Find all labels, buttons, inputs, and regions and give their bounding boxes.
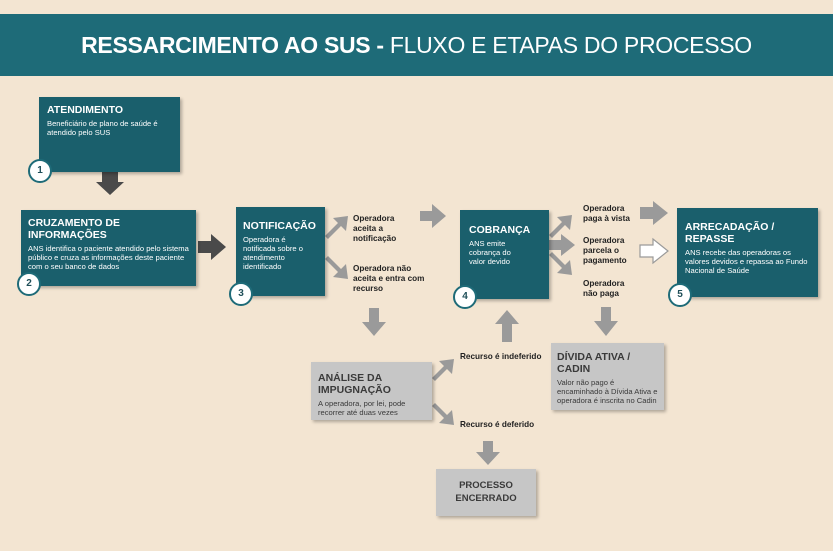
- step-number-3: 3: [229, 282, 253, 306]
- step-notificacao-title: NOTIFICAÇÃO: [243, 220, 316, 232]
- step-cruzamento-desc: ANS identifica o paciente atendido pelo …: [28, 244, 189, 271]
- step-atendimento-desc: Beneficiário de plano de saúde é atendid…: [47, 119, 158, 137]
- box-impugnacao: ANÁLISE DA IMPUGNAÇÃO A operadora, por l…: [311, 362, 432, 420]
- arrow-up-indeferido: [432, 359, 454, 381]
- step-cobranca-desc: ANS emite cobrança do valor devido: [469, 239, 511, 266]
- arrow-up-to-cobranca: [495, 310, 519, 342]
- title-light: FLUXO E ETAPAS DO PROCESSO: [389, 32, 752, 58]
- title-bold: RESSARCIMENTO AO SUS -: [81, 32, 390, 58]
- step-atendimento: ATENDIMENTO Beneficiário de plano de saú…: [39, 97, 180, 172]
- arrow-up-right-avista: [549, 215, 572, 238]
- arrow-right-parcela: [549, 234, 575, 256]
- arrow-right-avista-to-arrecadacao: [640, 201, 668, 225]
- step-notificacao: NOTIFICAÇÃO Operadora é notificada sobre…: [236, 207, 325, 296]
- step-number-1: 1: [28, 159, 52, 183]
- label-deferido: Recurso é deferido: [460, 420, 535, 429]
- arrow-right-to-cobranca: [420, 204, 446, 228]
- step-number-4: 4: [453, 285, 477, 309]
- arrow-right-parcela-to-arrecadacao: [639, 237, 669, 265]
- arrow-down-1: [96, 172, 124, 195]
- step-atendimento-title: ATENDIMENTO: [47, 104, 124, 116]
- box-divida-ativa: DÍVIDA ATIVA / CADIN Valor não pago é en…: [551, 343, 664, 410]
- box-encerrado-title: PROCESSO ENCERRADO: [455, 480, 517, 504]
- step-cobranca: COBRANÇA ANS emite cobrança do valor dev…: [460, 210, 549, 299]
- label-indeferido: Recurso é indeferido: [460, 352, 542, 361]
- box-impugnacao-desc: A operadora, por lei, pode recorrer até …: [318, 399, 406, 417]
- step-arrecadacao-desc: ANS recebe das operadoras os valores dev…: [685, 248, 808, 275]
- label-aceita: Operadora aceita a notificação: [353, 214, 397, 243]
- label-avista: Operadora paga à vista: [583, 204, 630, 223]
- step-arrecadacao: ARRECADAÇÃO / REPASSE ANS recebe das ope…: [677, 208, 818, 297]
- step-cruzamento-title: CRUZAMENTO DE INFORMAÇÕES: [28, 217, 120, 241]
- step-arrecadacao-title: ARRECADAÇÃO / REPASSE: [685, 221, 775, 245]
- box-divida-desc: Valor não pago é encaminhado à Dívida At…: [557, 378, 658, 405]
- label-parcela: Operadora parcela o pagamento: [583, 236, 627, 265]
- step-number-5: 5: [668, 283, 692, 307]
- header-banner: RESSARCIMENTO AO SUS - FLUXO E ETAPAS DO…: [0, 14, 833, 76]
- page-title: RESSARCIMENTO AO SUS - FLUXO E ETAPAS DO…: [0, 14, 833, 76]
- arrow-right-2: [198, 234, 226, 260]
- step-notificacao-desc: Operadora é notificada sobre o atendimen…: [243, 235, 303, 271]
- arrow-down-to-impugnacao: [362, 308, 386, 336]
- label-nao-aceita: Operadora não aceita e entra com recurso: [353, 264, 425, 293]
- arrow-down-deferido: [432, 403, 454, 425]
- arrow-down-right-recurso: [325, 256, 348, 279]
- step-cruzamento: CRUZAMENTO DE INFORMAÇÕES ANS identifica…: [21, 210, 196, 286]
- arrow-down-right-nao-paga: [549, 252, 572, 275]
- arrow-down-to-encerrado: [476, 441, 500, 465]
- box-impugnacao-title: ANÁLISE DA IMPUGNAÇÃO: [318, 372, 391, 396]
- arrow-down-to-divida: [594, 307, 618, 336]
- box-divida-title: DÍVIDA ATIVA / CADIN: [557, 351, 631, 375]
- step-cobranca-title: COBRANÇA: [469, 224, 531, 236]
- box-processo-encerrado: PROCESSO ENCERRADO: [436, 469, 536, 516]
- label-nao-paga: Operadora não paga: [583, 279, 625, 298]
- arrow-up-right-aceita: [325, 216, 348, 239]
- step-number-2: 2: [17, 272, 41, 296]
